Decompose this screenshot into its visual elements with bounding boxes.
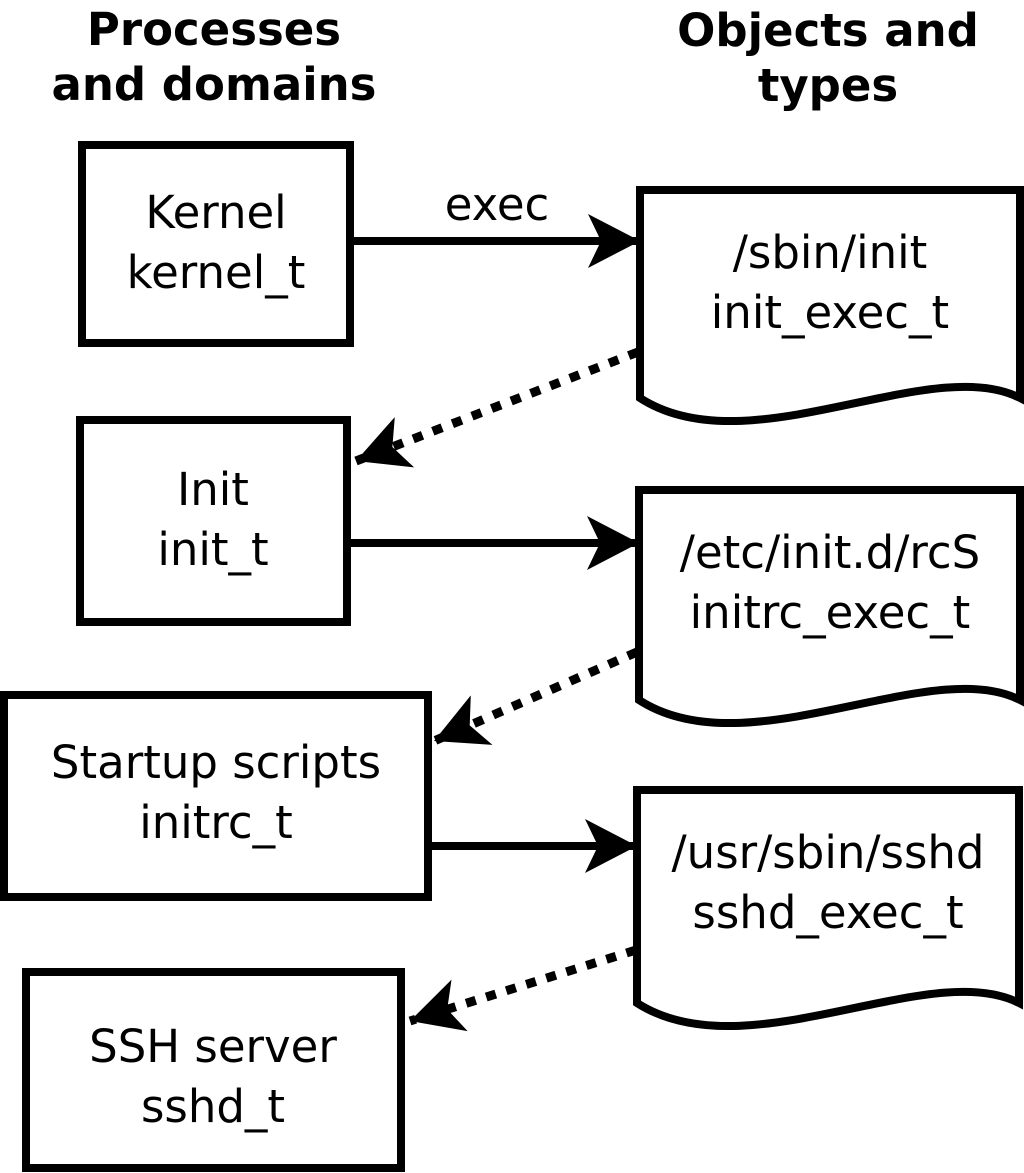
transition-arrow-sshd-exec-to-sshd [408,945,638,1032]
process-domain-kernel: kernel_t [127,246,306,299]
process-label-startup-scripts: Startup scripts [51,736,381,789]
object-path-sbin-init: /sbin/init [733,226,928,279]
process-label-kernel: Kernel [145,186,286,239]
object-path-usr-sbin-sshd: /usr/sbin/sshd [672,826,985,879]
document-shape-usr-sbin-sshd [633,786,1023,1030]
process-node-startup-scripts: Startup scripts initrc_t [0,691,432,901]
object-node-usr-sbin-sshd: /usr/sbin/sshd sshd_exec_t [633,786,1023,1030]
objects-header-line2: types [758,59,898,112]
transition-arrow-sbin-init-to-init [354,347,640,468]
process-domain-startup-scripts: initrc_t [139,796,293,849]
exec-arrow-kernel-to-sbin-init: exec [350,178,640,268]
process-label-ssh-server: SSH server [89,1020,337,1073]
object-path-etc-initd-rcs: /etc/init.d/rcS [680,526,980,579]
processes-header-line2: and domains [52,58,377,111]
process-box-init [76,416,351,626]
object-type-usr-sbin-sshd: sshd_exec_t [692,886,963,939]
document-shape-sbin-init [636,186,1024,425]
exec-arrow-label: exec [445,178,550,231]
processes-header-line1: Processes [87,3,341,56]
process-node-ssh-server: SSH server sshd_t [22,968,405,1172]
process-box-ssh-server [22,968,405,1172]
process-node-init: Init init_t [76,416,351,626]
process-label-init: Init [177,463,249,516]
column-header-objects: Objects and types [677,4,979,112]
object-node-etc-initd-rcs: /etc/init.d/rcS initrc_exec_t [635,486,1024,727]
object-type-sbin-init: init_exec_t [711,286,949,339]
column-header-processes: Processes and domains [52,3,377,111]
object-type-etc-initd-rcs: initrc_exec_t [690,586,971,639]
object-node-sbin-init: /sbin/init init_exec_t [636,186,1024,425]
objects-header-line1: Objects and [677,4,979,57]
process-domain-init: init_t [157,523,268,576]
process-box-startup-scripts [0,691,432,901]
process-box-kernel [78,141,354,347]
document-shape-etc-initd-rcs [635,486,1024,727]
process-node-kernel: Kernel kernel_t [78,141,354,347]
transition-arrow-rcs-to-initrc [432,647,639,746]
process-domain-ssh-server: sshd_t [141,1080,285,1133]
